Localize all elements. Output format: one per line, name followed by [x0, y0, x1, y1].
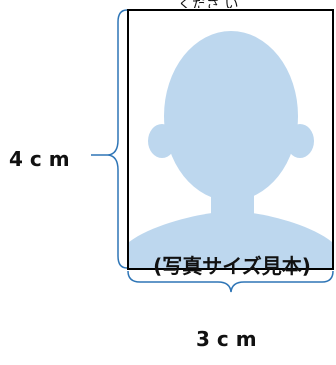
width-bracket [127, 270, 334, 293]
photo-caption: (写真サイズ見本) [153, 254, 311, 278]
silhouette-head [164, 31, 298, 201]
height-bracket [107, 9, 128, 269]
head-silhouette [129, 31, 332, 268]
height-label: 4 c m [9, 147, 70, 171]
top-text-fragment: くださ い [178, 0, 239, 8]
silhouette-shoulders [129, 213, 332, 268]
width-label: 3 c m [196, 327, 257, 351]
